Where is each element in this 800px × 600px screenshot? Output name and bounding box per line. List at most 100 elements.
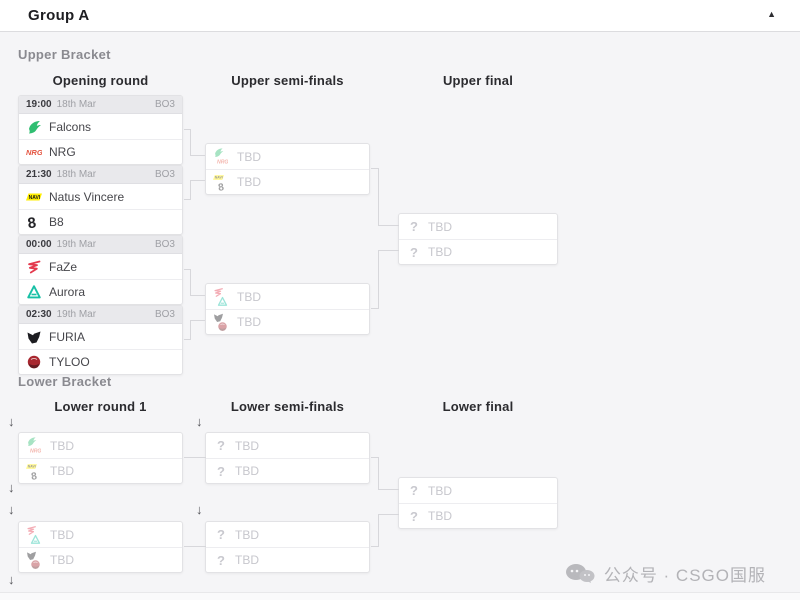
bracket-connector-line — [371, 308, 379, 309]
match-date: 19th Mar — [56, 239, 97, 250]
team-row[interactable]: Aurora — [19, 279, 182, 304]
tbd-label: TBD — [237, 289, 261, 304]
unknown-team-icon: ? — [217, 552, 225, 568]
bracket-connector-line — [184, 129, 190, 130]
match-card-opening-2[interactable]: 21:30 18th Mar BO3 Natus Vincere B8 — [18, 165, 183, 235]
b8-logo — [30, 470, 41, 481]
tbd-label: TBD — [235, 527, 259, 542]
match-card-upper-semi-2[interactable]: TBD TBD — [205, 283, 370, 335]
tbd-slot: TBD — [19, 433, 182, 458]
tbd-slot: TBD — [206, 309, 369, 334]
bracket-connector-line — [184, 199, 190, 200]
match-card-upper-final[interactable]: ? TBD ? TBD — [398, 213, 558, 265]
unknown-team-icon: ? — [410, 483, 418, 498]
bracket-connector-line — [378, 250, 379, 309]
match-card-lower-round1-1[interactable]: TBD TBD — [18, 432, 183, 484]
match-date: 18th Mar — [56, 169, 97, 180]
match-card-opening-3[interactable]: 00:00 19th Mar BO3 FaZe Aurora — [18, 235, 183, 305]
team-name: B8 — [49, 215, 64, 229]
tbd-label: TBD — [428, 483, 452, 498]
tbd-slot: TBD — [206, 284, 369, 309]
bracket-connector-line — [184, 457, 206, 458]
team-row[interactable]: Natus Vincere — [19, 184, 182, 209]
bracket-connector-line — [190, 269, 191, 296]
tbd-label: TBD — [235, 438, 259, 453]
tbd-label: TBD — [237, 175, 261, 189]
tbd-label: TBD — [50, 527, 74, 542]
match-card-opening-1[interactable]: 19:00 18th Mar BO3 Falcons NRG — [18, 95, 183, 165]
match-time: 02:30 — [26, 309, 52, 320]
match-header: 02:30 19th Mar BO3 — [19, 306, 182, 324]
match-card-opening-4[interactable]: 02:30 19th Mar BO3 FURIA TYLOO — [18, 305, 183, 375]
match-time: 00:00 — [26, 239, 52, 250]
team-name: FaZe — [49, 259, 78, 274]
drop-down-arrow-icon: ↓ — [196, 414, 203, 429]
match-card-lower-semi-1[interactable]: ? TBD ? TBD — [205, 432, 370, 484]
bracket-connector-line — [190, 295, 205, 296]
bracket-connector-line — [190, 320, 191, 340]
drop-down-arrow-icon: ↓ — [196, 502, 203, 517]
watermark-text: 公众号 · CSGO国服 — [603, 566, 766, 585]
tbd-label: TBD — [237, 315, 261, 329]
tbd-label: TBD — [428, 509, 452, 523]
bracket-connector-line — [371, 457, 379, 458]
match-card-lower-round1-2[interactable]: TBD TBD — [18, 521, 183, 573]
team-row[interactable]: FURIA — [19, 324, 182, 349]
lower-bracket-label: Lower Bracket — [18, 374, 112, 389]
drop-down-arrow-icon: ↓ — [8, 414, 15, 429]
group-header[interactable]: Group A ▲ — [0, 0, 800, 32]
wechat-icon — [565, 563, 595, 583]
tbd-label: TBD — [50, 438, 74, 453]
team-row[interactable]: FaZe — [19, 254, 182, 279]
tbd-slot: TBD — [206, 169, 369, 194]
team-row[interactable]: TYLOO — [19, 349, 182, 374]
aurora-logo — [30, 534, 41, 545]
bracket-connector-line — [378, 225, 399, 226]
b8-logo — [217, 181, 228, 192]
match-card-upper-semi-1[interactable]: TBD TBD — [205, 143, 370, 195]
bracket-connector-line — [190, 155, 205, 156]
team-row[interactable]: NRG — [19, 139, 182, 164]
team-name: NRG — [49, 145, 76, 159]
team-row[interactable]: Falcons — [19, 114, 182, 139]
column-header-lower-semi-finals: Lower semi-finals — [230, 399, 345, 414]
faze-logo — [26, 259, 42, 275]
tbd-label: TBD — [50, 553, 74, 567]
column-header-lower-final: Lower final — [442, 399, 514, 414]
bracket-connector-line — [378, 168, 379, 226]
furia-logo — [26, 329, 42, 345]
bracket-connector-line — [190, 129, 191, 156]
team-row[interactable]: B8 — [19, 209, 182, 234]
bracket-connector-line — [378, 250, 399, 251]
tyloo-logo — [26, 354, 42, 370]
group-title: Group A — [28, 7, 90, 24]
match-header: 00:00 19th Mar BO3 — [19, 236, 182, 254]
tbd-label: TBD — [235, 464, 259, 478]
aurora-logo — [217, 296, 228, 307]
column-header-upper-semi-finals: Upper semi-finals — [231, 73, 344, 88]
bracket-connector-line — [371, 546, 379, 547]
bracket-connector-line — [378, 514, 379, 547]
match-format: BO3 — [154, 309, 175, 320]
tyloo-logo — [30, 559, 41, 570]
match-format: BO3 — [154, 239, 175, 250]
team-name: FURIA — [49, 329, 85, 344]
match-date: 19th Mar — [56, 309, 97, 320]
tbd-slot: ? TBD — [206, 547, 369, 572]
match-card-lower-final[interactable]: ? TBD ? TBD — [398, 477, 558, 529]
column-header-upper-final: Upper final — [442, 73, 514, 88]
tbd-slot: ? TBD — [206, 458, 369, 483]
tbd-slot: ? TBD — [206, 522, 369, 547]
unknown-team-icon: ? — [217, 438, 225, 453]
bracket-connector-line — [184, 546, 206, 547]
match-card-lower-semi-2[interactable]: ? TBD ? TBD — [205, 521, 370, 573]
match-format: BO3 — [154, 99, 175, 110]
column-header-opening-round: Opening round — [52, 73, 149, 88]
team-name: Natus Vincere — [49, 189, 125, 204]
nrg-logo — [30, 445, 41, 456]
unknown-team-icon: ? — [410, 219, 418, 234]
unknown-team-icon: ? — [217, 463, 225, 479]
bracket-connector-line — [378, 514, 399, 515]
collapse-caret-icon[interactable]: ▲ — [767, 9, 776, 19]
